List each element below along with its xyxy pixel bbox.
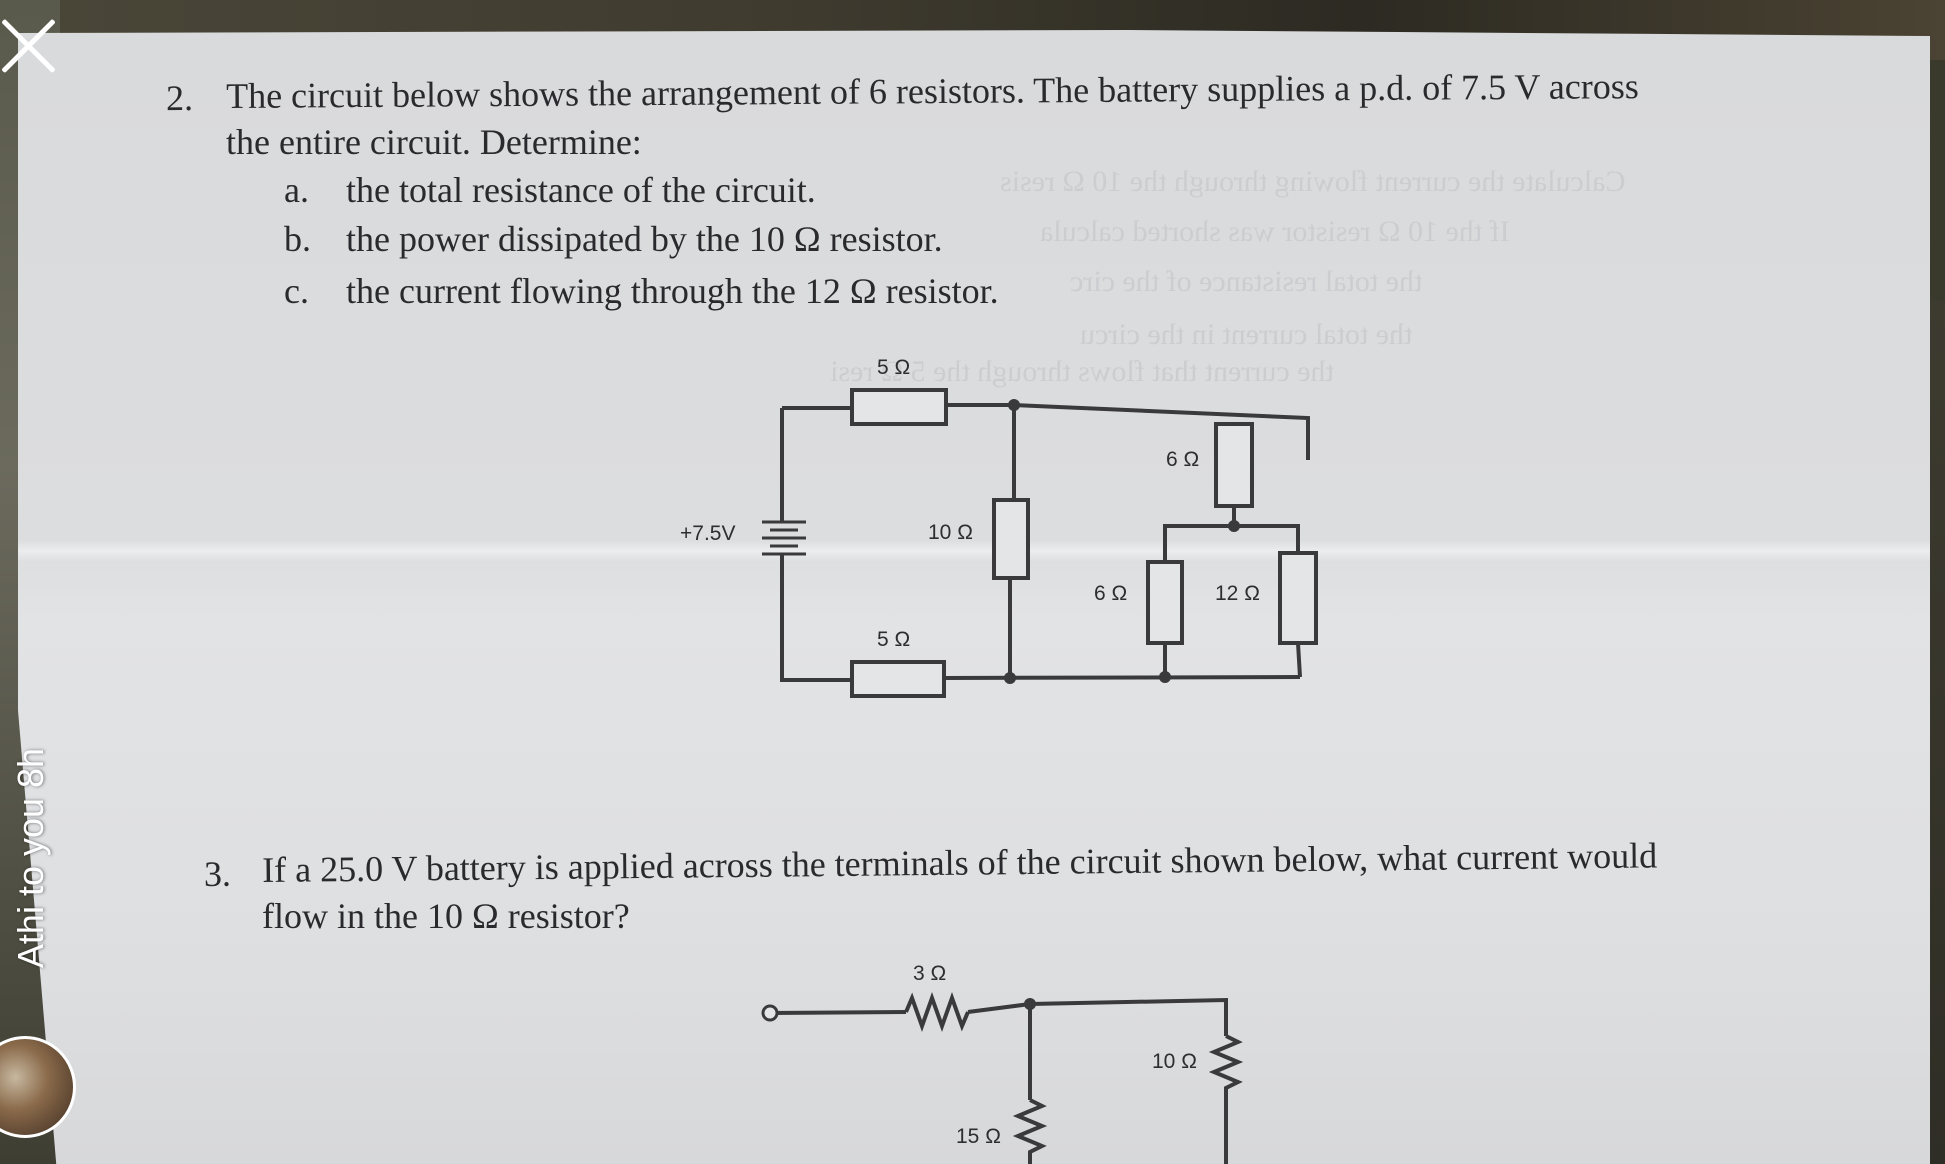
wire — [943, 675, 1301, 680]
resistor-label-10ohm: 10 Ω — [1152, 1050, 1197, 1073]
resistor-top-5ohm — [850, 388, 948, 426]
resistor-bottom-5ohm — [850, 660, 946, 698]
resistor-label-bottom: 5 Ω — [877, 628, 911, 651]
resistor-label-lower-left: 6 Ω — [1094, 582, 1128, 605]
junction-node — [1228, 520, 1240, 532]
resistor-right-10ohm — [1208, 1034, 1244, 1164]
paper-fold — [18, 540, 1930, 562]
wire — [946, 403, 1310, 460]
resistor-series-3ohm — [904, 992, 970, 1032]
resistor-upper-right-6ohm — [1214, 422, 1254, 508]
terminal-node — [761, 1004, 779, 1022]
wire — [1296, 642, 1302, 678]
resistor-label-15ohm: 15 Ω — [956, 1125, 1001, 1148]
battery-symbol — [762, 520, 806, 556]
question-2a-letter: a. — [284, 170, 309, 210]
resistor-label-upper-right: 6 Ω — [1166, 448, 1200, 471]
resistor-label-3ohm: 3 Ω — [913, 962, 947, 985]
sender-caption: Athi to you 8h — [10, 747, 51, 969]
close-icon[interactable] — [0, 16, 60, 76]
resistor-lower-left-6ohm — [1146, 560, 1184, 645]
junction-node — [1008, 399, 1020, 411]
question-2b-text: the power dissipated by the 10 Ω resisto… — [346, 219, 943, 259]
question-2a-text: the total resistance of the circuit. — [346, 170, 816, 210]
junction-node — [1004, 672, 1016, 684]
resistor-label-middle: 10 Ω — [928, 521, 973, 544]
resistor-shunt-15ohm — [1012, 1098, 1048, 1164]
wire — [967, 997, 1228, 1036]
resistor-label-top: 5 Ω — [877, 356, 911, 379]
question-3-number: 3. — [204, 854, 231, 894]
question-2c-text: the current flowing through the 12 Ω res… — [346, 271, 999, 311]
junction-node — [1159, 671, 1171, 683]
junction-node — [1024, 998, 1036, 1010]
question-2c-letter: c. — [284, 271, 309, 311]
resistor-label-lower-right: 12 Ω — [1215, 582, 1260, 605]
question-2b-letter: b. — [284, 219, 311, 259]
battery-label: +7.5V — [680, 522, 736, 545]
wire — [769, 1010, 907, 1015]
resistor-middle-10ohm — [992, 498, 1030, 580]
question-2-line-2: the entire circuit. Determine: — [226, 122, 642, 162]
wire — [780, 555, 852, 682]
resistor-lower-right-12ohm — [1278, 551, 1318, 645]
paper-sheet — [18, 30, 1930, 1164]
question-3-line-2: flow in the 10 Ω resistor? — [262, 896, 630, 936]
